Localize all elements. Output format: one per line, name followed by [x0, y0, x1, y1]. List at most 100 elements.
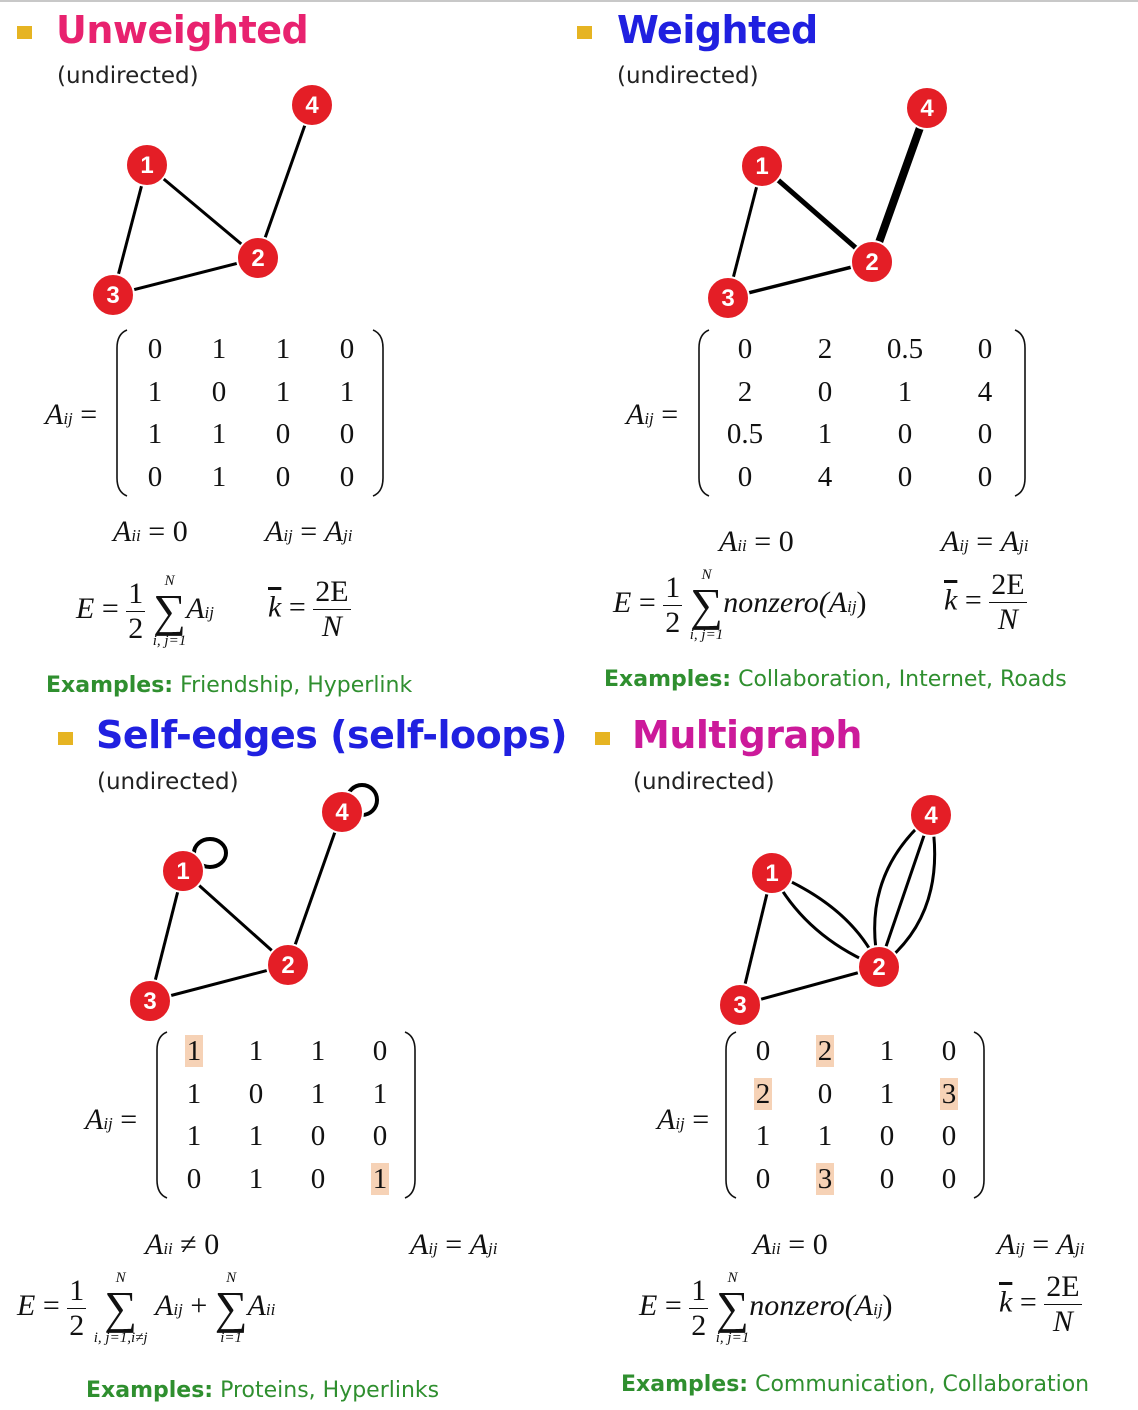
svg-text:3: 3 — [143, 988, 156, 1015]
svg-text:3: 3 — [721, 285, 734, 312]
matrix-bracket-left — [116, 329, 128, 497]
matrix-cell: 1 — [184, 1035, 204, 1068]
matrix-cell: 2 — [753, 1077, 773, 1110]
svg-text:2: 2 — [251, 245, 264, 272]
matrix-cell: 1 — [186, 1077, 202, 1110]
top-divider — [0, 0, 1138, 2]
matrix-cell: 0 — [372, 1120, 388, 1153]
matrix-bracket-left — [156, 1031, 168, 1199]
node-2: 2 — [236, 236, 280, 280]
matrix-cell: 1 — [211, 418, 227, 451]
matrix-cell: 0 — [879, 1120, 895, 1153]
edge-1-3 — [111, 164, 149, 296]
edge-1-2 — [760, 164, 874, 264]
matrix-cell: 0 — [186, 1162, 202, 1195]
section-subtitle: (undirected) — [617, 63, 759, 89]
matrix-bracket-left — [698, 329, 710, 497]
svg-text:3: 3 — [106, 282, 119, 309]
matrix-cell: 0 — [817, 1077, 833, 1110]
node-1: 1 — [161, 849, 205, 893]
svg-text:3: 3 — [733, 992, 746, 1019]
matrix-bracket-left — [725, 1031, 737, 1199]
section-title: Multigraph — [632, 713, 862, 757]
svg-text:1: 1 — [755, 153, 768, 180]
eq-symmetric: Aij = Aji — [410, 1228, 498, 1261]
matrix-cell: 0 — [339, 460, 355, 493]
matrix-cell: 0 — [275, 460, 291, 493]
matrix-cell: 1 — [755, 1120, 771, 1153]
bullet-icon — [17, 26, 32, 39]
svg-text:2: 2 — [865, 249, 878, 276]
svg-text:4: 4 — [335, 799, 349, 826]
matrix-cell: 1 — [372, 1077, 388, 1110]
matrix-cell: 1 — [248, 1120, 264, 1153]
edge-1-3 — [738, 872, 774, 1006]
examples-line: Examples: Collaboration, Internet, Roads — [604, 667, 1067, 692]
eq-aii-nonzero: Aii ≠ 0 — [145, 1228, 220, 1261]
eq-symmetric: Aij = Aji — [265, 515, 353, 548]
eq-aii-zero: Aii = 0 — [753, 1228, 828, 1261]
multigraph-graph: 1 2 3 4 — [718, 793, 953, 1027]
matrix-bracket-right — [1014, 329, 1026, 497]
matrix-cell: 0 — [248, 1077, 264, 1110]
matrix-cell: 0 — [339, 333, 355, 366]
matrix-cell: 0 — [941, 1035, 957, 1068]
matrix-cell: 1 — [211, 460, 227, 493]
edge-1-3 — [148, 870, 185, 1002]
quadrant-selfloops: Self-edges (self-loops) (undirected) 1 2… — [0, 705, 569, 1410]
svg-text:2: 2 — [281, 952, 294, 979]
matrix-cell: 0 — [897, 418, 913, 451]
aij-label: Aij = — [85, 1103, 138, 1136]
node-1: 1 — [750, 851, 794, 895]
matrix-cell: 1 — [817, 418, 833, 451]
edge-2-4 — [868, 106, 931, 264]
matrix-cell: 3 — [939, 1077, 959, 1110]
matrix-cell: 0 — [879, 1162, 895, 1195]
matrix-cell: 0 — [275, 418, 291, 451]
section-title: Unweighted — [56, 8, 309, 52]
edge-1-2 — [181, 869, 290, 967]
svg-text:4: 4 — [305, 92, 319, 119]
edge-2-4 — [286, 811, 344, 966]
matrix-cell: 0 — [339, 418, 355, 451]
node-1: 1 — [740, 144, 784, 188]
matrix-cell: 0 — [897, 460, 913, 493]
eq-symmetric: Aij = Aji — [941, 525, 1029, 558]
matrix-cell: 0.5 — [726, 418, 764, 451]
matrix-cell: 1 — [310, 1035, 326, 1068]
matrix-cell: 0 — [147, 460, 163, 493]
matrix-cell: 0 — [310, 1120, 326, 1153]
node-1: 1 — [125, 143, 169, 187]
matrix-cell: 1 — [879, 1077, 895, 1110]
aij-label: Aij = — [657, 1103, 710, 1136]
matrix-cell: 1 — [879, 1035, 895, 1068]
edge-2-4-b — [877, 814, 933, 968]
eq-aii-zero: Aii = 0 — [113, 515, 188, 548]
matrix-cell: 0.5 — [886, 333, 924, 366]
matrix-cell: 1 — [147, 418, 163, 451]
matrix-bracket-right — [372, 329, 384, 497]
aij-label: Aij = — [45, 398, 98, 431]
matrix-cell: 0 — [737, 460, 753, 493]
matrix-cell: 1 — [310, 1077, 326, 1110]
matrix-cell: 0 — [147, 333, 163, 366]
matrix-cell: 0 — [941, 1162, 957, 1195]
svg-text:1: 1 — [140, 152, 153, 179]
matrix-bracket-right — [404, 1031, 416, 1199]
matrix-bracket-right — [973, 1031, 985, 1199]
matrix-cell: 2 — [737, 375, 753, 408]
matrix-cell: 4 — [977, 375, 993, 408]
aij-label: Aij = — [626, 398, 679, 431]
svg-text:4: 4 — [924, 802, 938, 829]
edge-2-4 — [256, 104, 314, 259]
matrix-cell: 0 — [372, 1035, 388, 1068]
matrix-cell: 0 — [310, 1162, 326, 1195]
node-3: 3 — [706, 276, 750, 320]
matrix-cell: 1 — [897, 375, 913, 408]
matrix-cell: 0 — [977, 333, 993, 366]
